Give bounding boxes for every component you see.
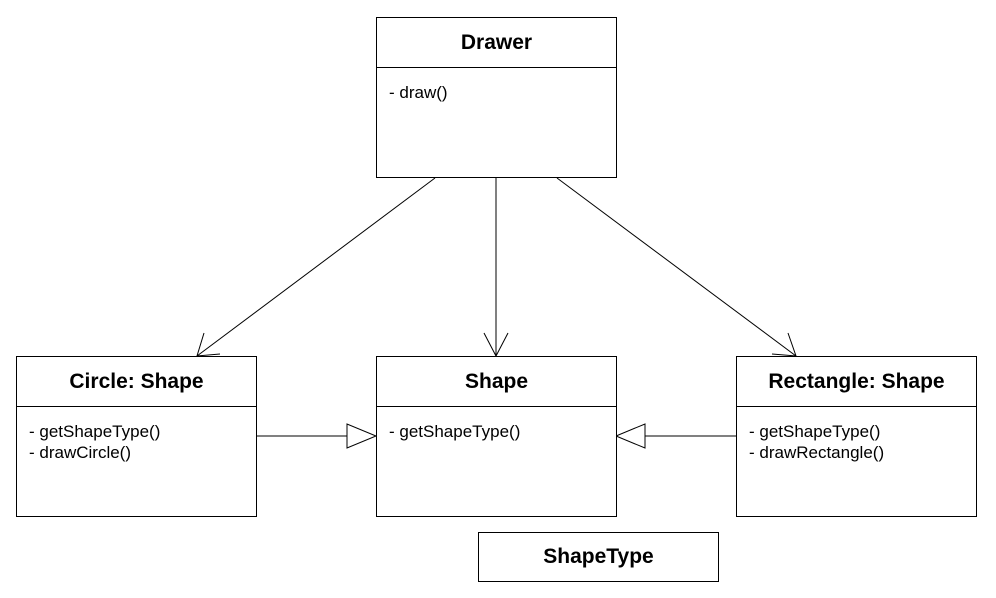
method-item: - getShapeType() (29, 422, 161, 441)
class-name: Shape (377, 357, 616, 407)
method-item: - draw() (389, 83, 448, 102)
class-drawer[interactable]: Drawer - draw() (376, 17, 617, 178)
class-shape[interactable]: Shape - getShapeType() (376, 356, 617, 517)
association-drawer-to-shape (483, 178, 509, 358)
method-list: - getShapeType() (377, 407, 616, 442)
generalization-circle-to-shape (257, 423, 378, 449)
class-name: Rectangle: Shape (737, 357, 976, 407)
method-list: - getShapeType() - drawCircle() (17, 407, 256, 463)
method-item: - getShapeType() (749, 422, 881, 441)
class-circle[interactable]: Circle: Shape - getShapeType() - drawCirc… (16, 356, 257, 517)
class-name: ShapeType (543, 545, 654, 568)
class-name: Drawer (377, 18, 616, 68)
generalization-rectangle-to-shape (614, 423, 737, 449)
method-list: - draw() (377, 68, 616, 103)
method-item: - getShapeType() (389, 422, 521, 441)
method-list: - getShapeType() - drawRectangle() (737, 407, 976, 463)
class-name: Circle: Shape (17, 357, 256, 407)
class-rectangle[interactable]: Rectangle: Shape - getShapeType() - drawR… (736, 356, 977, 517)
class-shapetype[interactable]: ShapeType (478, 532, 719, 582)
method-item: - drawCircle() (29, 443, 131, 462)
association-drawer-to-circle (196, 177, 436, 357)
method-item: - drawRectangle() (749, 443, 885, 462)
association-drawer-to-rectangle (556, 177, 797, 357)
